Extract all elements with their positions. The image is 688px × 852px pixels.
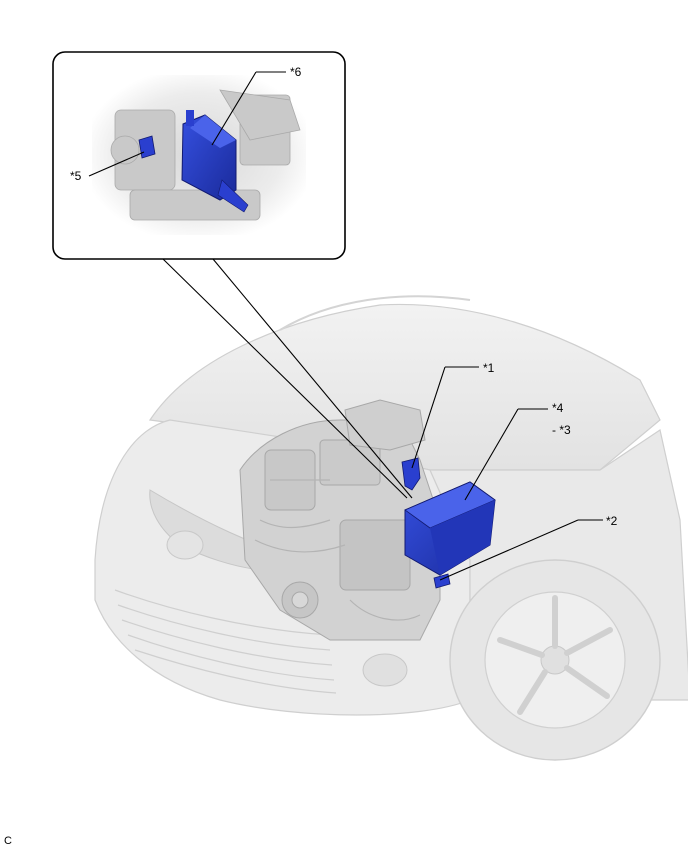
front-wheel [449,559,661,761]
callout-2: *2 [606,514,618,528]
engine-assembly [239,399,441,641]
callout-5: *5 [70,169,82,183]
grille [114,589,337,694]
leader-lines [88,71,603,581]
car-body [94,295,688,761]
callout-6: *6 [290,65,302,79]
control-unit-main [404,481,496,576]
callout-1: *1 [483,361,495,375]
callout-3: - *3 [552,423,571,437]
callout-4: *4 [552,401,564,415]
figure-code: C [4,835,12,847]
detail-inset [52,51,346,260]
